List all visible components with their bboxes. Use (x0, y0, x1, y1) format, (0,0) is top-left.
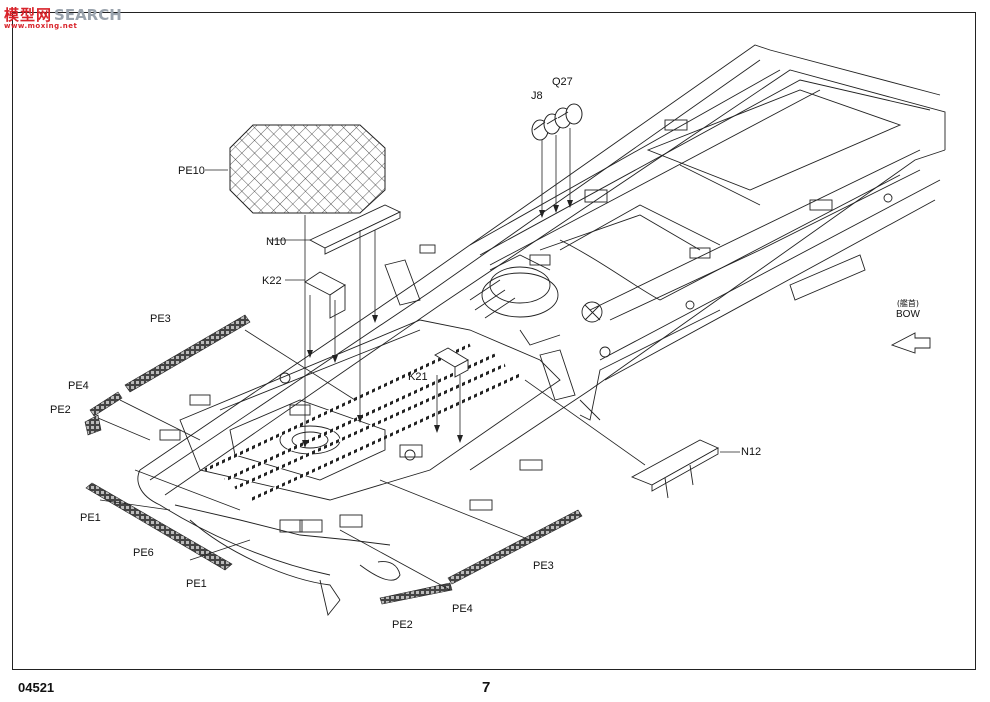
watermark-url: www.moxing.net (4, 22, 78, 30)
bow-direction: (艦首) BOW (896, 298, 920, 320)
label-n10: N10 (266, 236, 287, 248)
arrowheads (302, 200, 573, 448)
label-pe1-left: PE1 (80, 512, 101, 524)
label-pe4-bottom: PE4 (452, 603, 473, 615)
bow-arrow-icon (890, 332, 931, 354)
assembly-lines (97, 128, 740, 591)
label-pe2-bottom: PE2 (392, 619, 413, 631)
watermark-search: SEARCH (54, 6, 122, 24)
pe10-grid-part (229, 124, 386, 214)
n12-part (630, 439, 720, 499)
label-pe2-left: PE2 (50, 404, 71, 416)
label-pe3-bottom: PE3 (533, 560, 554, 572)
bow-label-cn: (艦首) (896, 299, 920, 308)
label-k22: K22 (262, 275, 282, 287)
k21-part (434, 347, 469, 378)
label-k21: K21 (408, 371, 428, 383)
label-pe4-left: PE4 (68, 380, 89, 392)
label-pe3-top: PE3 (150, 313, 171, 325)
k22-part (304, 271, 346, 319)
label-pe10: PE10 (178, 165, 205, 177)
catalog-number: 04521 (18, 680, 55, 695)
n10-part (308, 204, 402, 255)
hull (137, 44, 946, 617)
label-pe1-bottom: PE1 (186, 578, 207, 590)
page-number: 7 (482, 679, 491, 696)
q27-j8-parts (531, 103, 583, 141)
label-j8: J8 (531, 90, 543, 102)
label-q27: Q27 (552, 76, 573, 88)
label-pe6: PE6 (133, 547, 154, 559)
label-n12: N12 (741, 446, 762, 458)
page-frame (12, 12, 976, 670)
bow-label-en: BOW (896, 309, 920, 320)
pe-strips (84, 314, 583, 605)
watermark-logo: 模型网 (4, 6, 53, 24)
